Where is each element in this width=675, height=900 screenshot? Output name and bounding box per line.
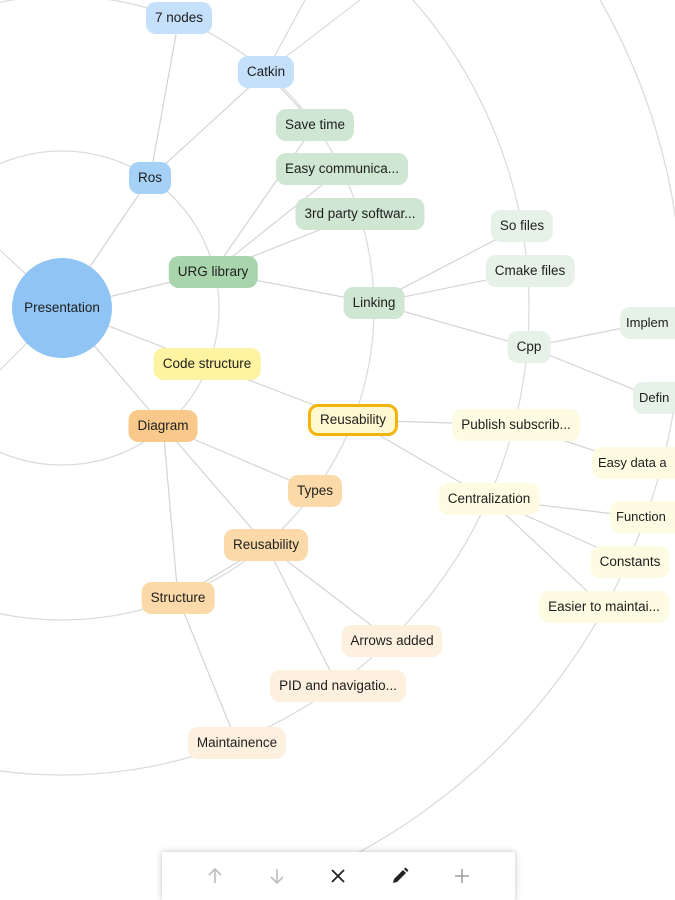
close-icon	[331, 869, 346, 883]
edge	[488, 498, 605, 608]
mindmap-node[interactable]: Code structure	[153, 348, 261, 380]
mindmap-node[interactable]: PID and navigatio...	[270, 670, 406, 702]
mindmap-node[interactable]: So files	[490, 210, 554, 242]
delete-button[interactable]	[323, 864, 353, 888]
edge	[149, 17, 180, 179]
edge	[265, 544, 339, 687]
mindmap-node[interactable]: Save time	[275, 109, 355, 141]
pencil-icon	[393, 867, 409, 883]
node-toolbar	[162, 852, 515, 900]
level-ring	[0, 150, 220, 466]
mindmap-node[interactable]: Linking	[343, 287, 405, 319]
mindmap-node[interactable]: URG library	[168, 256, 258, 288]
mindmap-node[interactable]: Cmake files	[485, 255, 575, 287]
add-node-button[interactable]	[447, 864, 477, 888]
mindmap-node[interactable]: Reusability	[223, 529, 309, 561]
edge	[212, 168, 343, 273]
mindmap-node[interactable]: Diagram	[128, 410, 198, 442]
mindmap-node[interactable]: Constants	[590, 546, 670, 578]
mindmap-node[interactable]: 3rd party softwar...	[295, 198, 425, 230]
mindmap-node[interactable]: Implem	[620, 307, 675, 339]
mindmap-node[interactable]: Easier to maintai...	[539, 591, 669, 623]
mindmap-node[interactable]: 7 nodes	[145, 2, 213, 34]
edge	[162, 425, 267, 546]
mindmap-node[interactable]: Cpp	[507, 331, 551, 363]
arrow-down-icon	[270, 869, 284, 885]
mindmap-node[interactable]: Structure	[141, 582, 215, 614]
root-node[interactable]: Presentation	[12, 258, 112, 358]
move-up-button[interactable]	[200, 864, 230, 888]
mindmap-node[interactable]: Types	[287, 475, 343, 507]
edge	[212, 124, 316, 273]
mindmap-node[interactable]: Easy data a	[592, 447, 675, 479]
mindmap-node[interactable]: Centralization	[438, 483, 540, 515]
arrow-up-icon	[208, 867, 222, 883]
edge	[162, 425, 179, 599]
edge	[149, 71, 267, 179]
mindmap-node[interactable]: Function	[610, 501, 675, 533]
mindmap-node[interactable]: Easy communica...	[275, 153, 409, 185]
mindmap-node[interactable]: Ros	[128, 162, 172, 194]
edge	[177, 597, 238, 744]
move-down-button[interactable]	[262, 864, 292, 888]
plus-icon	[455, 869, 470, 883]
mindmap-node[interactable]: Publish subscrib...	[452, 409, 580, 441]
selected-node[interactable]: Reusability	[307, 404, 399, 436]
mindmap-node[interactable]: Maintainence	[187, 727, 287, 759]
mindmap-node[interactable]: Arrows added	[341, 625, 443, 657]
level-ring	[0, 0, 530, 776]
mindmap-node[interactable]: Catkin	[237, 56, 295, 88]
edit-button[interactable]	[385, 864, 415, 888]
mindmap-node[interactable]: Defin	[633, 382, 675, 414]
